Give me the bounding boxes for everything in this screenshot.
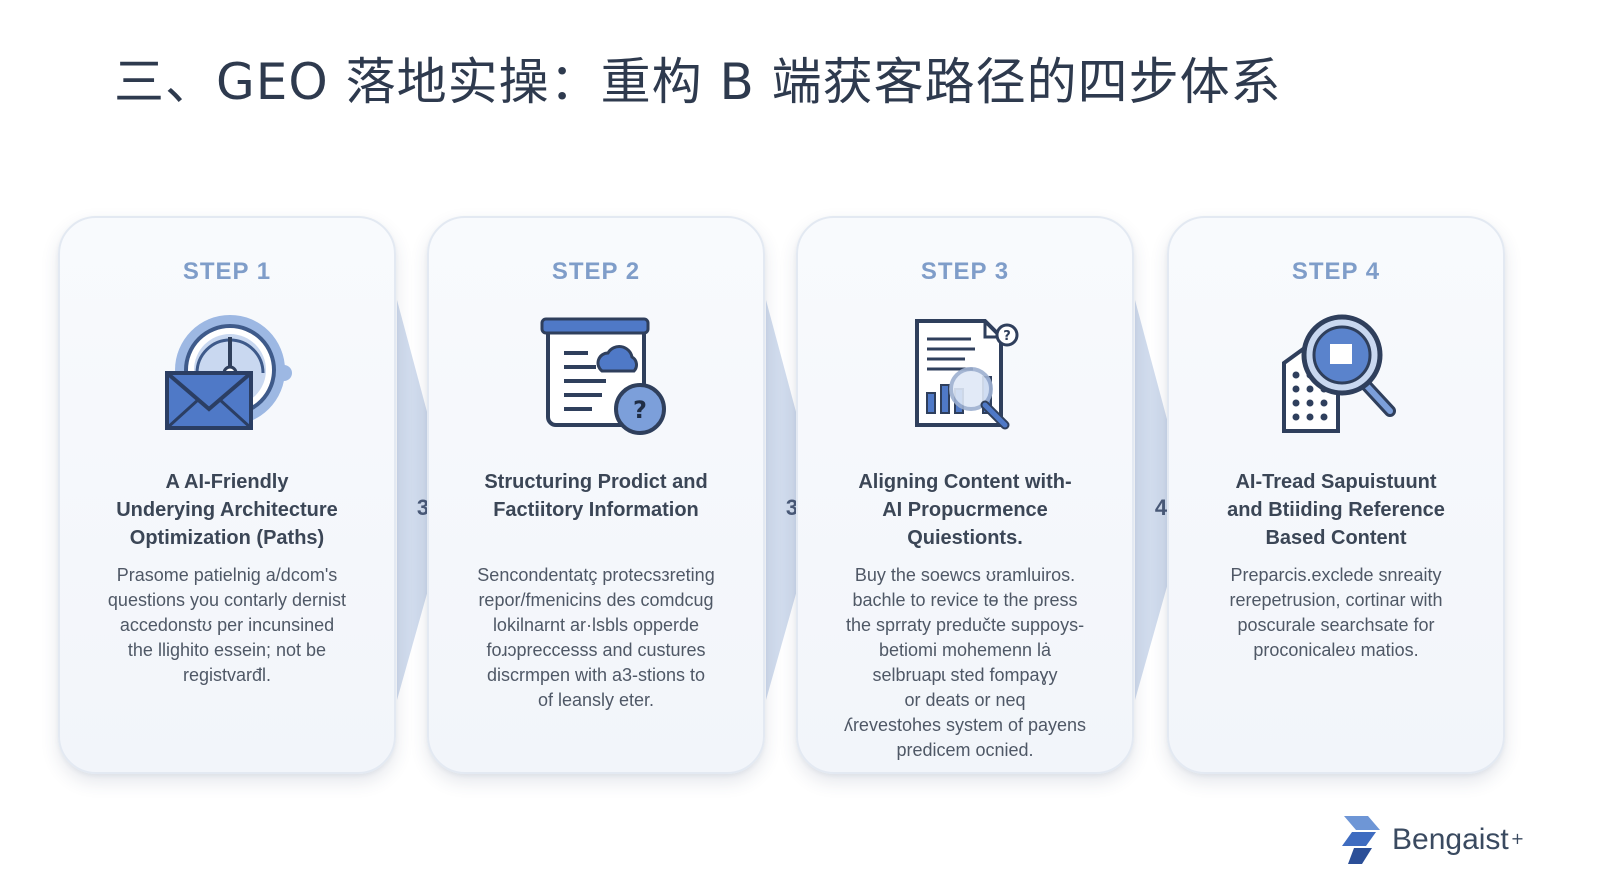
arrow-number-1: 3 bbox=[416, 495, 430, 520]
document-cloud-question-icon: ? bbox=[540, 317, 666, 435]
chevron-arrow-3 bbox=[1135, 300, 1190, 700]
step-card-2: STEP 2 ? Structuring Prodict and Factiit… bbox=[427, 216, 765, 774]
arrow-number-2: 3 bbox=[785, 495, 799, 520]
card-description: Sencondentatç protecsзreting repor/fmeni… bbox=[477, 565, 715, 710]
card-title: A AI-Friendly Underying Architecture Opt… bbox=[116, 471, 338, 549]
card-description: Preparcis.exclede snreaity rerepetrusion… bbox=[1229, 565, 1443, 660]
step-card-3: STEP 3 ? Aligning Content with- AI Propu… bbox=[796, 216, 1134, 774]
svg-text:?: ? bbox=[1003, 329, 1011, 344]
logo-suffix: + bbox=[1510, 828, 1525, 848]
step-card-4: STEP 4 AI-Tread Sapuistuunt and Btiiding… bbox=[1167, 216, 1505, 774]
building-magnifier-icon bbox=[1282, 314, 1396, 433]
arrow-number-3: 4 bbox=[1154, 495, 1168, 520]
report-magnifier-icon: ? bbox=[915, 319, 1019, 430]
step-label: STEP 4 bbox=[1291, 258, 1381, 285]
page-title: 三、GEO 落地实操：重构 B 端获客路径的四步体系 bbox=[114, 53, 1282, 111]
dashboard-envelope-icon bbox=[165, 315, 292, 430]
card-title: Aligning Content with- AI Propucrmence Q… bbox=[858, 471, 1072, 549]
chevron-arrow-2 bbox=[766, 300, 821, 700]
brand-logo: Bengaist + bbox=[1342, 814, 1524, 866]
bengaist-logo-icon bbox=[1342, 816, 1380, 864]
step-label: STEP 3 bbox=[920, 258, 1010, 285]
chevron-arrow-1 bbox=[397, 300, 452, 700]
step-label: STEP 1 bbox=[182, 258, 272, 285]
card-description: Buy the soewcs ʊramluiros. bachle to rev… bbox=[843, 565, 1087, 760]
card-description: Prasome patielnig a/dcom's questions you… bbox=[107, 565, 347, 685]
svg-text:?: ? bbox=[633, 396, 647, 424]
card-title: AI-Tread Sapuistuunt and Btiiding Refere… bbox=[1227, 471, 1445, 549]
logo-name: Bengaist bbox=[1392, 823, 1509, 856]
card-title: Structuring Prodict and Factiitory Infor… bbox=[484, 471, 708, 521]
step-label: STEP 2 bbox=[551, 258, 641, 285]
step-card-1: STEP 1 A AI-Friendly Underying Architect… bbox=[58, 216, 396, 774]
